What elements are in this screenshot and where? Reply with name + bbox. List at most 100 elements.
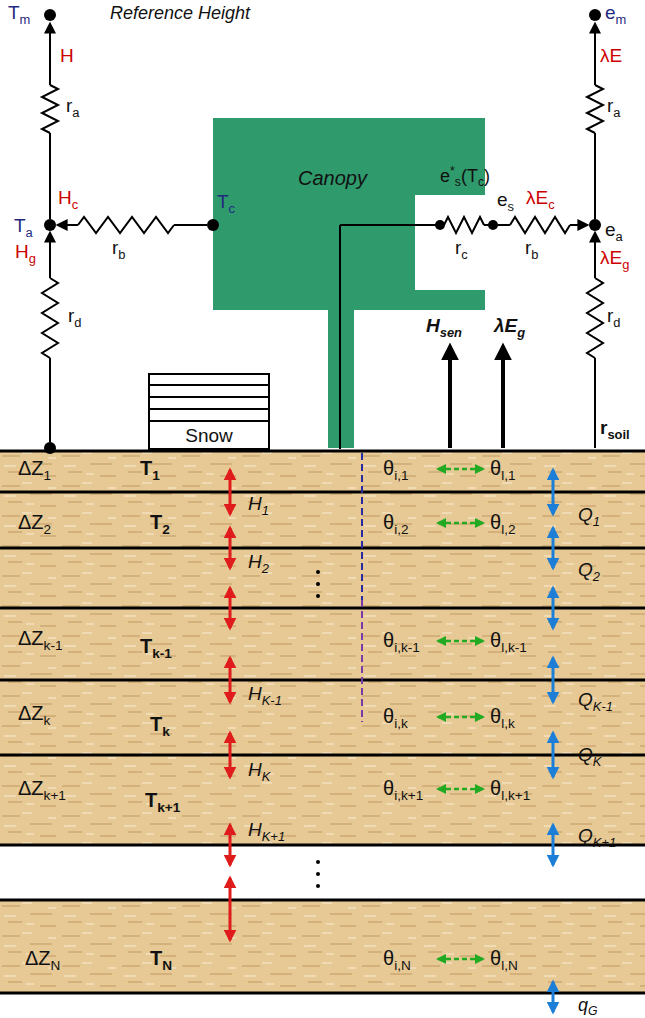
latent-heat-path: [340, 224, 440, 226]
temperature-label: Ta: [14, 216, 33, 236]
temperature-label: Tm: [8, 3, 30, 23]
soil-fill: [0, 451, 645, 845]
latent-heat-path: [444, 217, 484, 233]
snow-box: Snow: [148, 373, 270, 450]
snow-label: Snow: [185, 426, 233, 446]
ice-content: θi,2: [383, 512, 408, 532]
heat-flux-label: H2: [248, 552, 269, 572]
soil-fill: [0, 451, 645, 993]
liquid-content: θl,N: [490, 948, 518, 968]
layer-temperature: TN: [150, 948, 172, 968]
heat-flux-arrow: [229, 470, 232, 514]
layer-boundary: [0, 679, 645, 682]
node-dot: [44, 442, 56, 454]
layer-boundary: [0, 450, 645, 453]
vapour-pressure-label: em: [605, 3, 626, 23]
heat-flux-label: HK+1: [248, 820, 285, 840]
water-flux-arrow: [552, 982, 555, 1012]
resistance-label: rb: [525, 238, 539, 258]
vapour-pressure-label: e*s(Tc): [440, 166, 490, 186]
layer-temperature: T1: [140, 458, 160, 478]
ice-content: θi,k: [383, 706, 408, 726]
surface-flux-label: λEg: [494, 316, 525, 336]
latent-heat-path: [594, 24, 596, 85]
node-dot: [589, 9, 601, 21]
sensible-heat-path: [49, 24, 51, 85]
liquid-content: θl,k-1: [490, 630, 527, 650]
snow-stratum: [149, 408, 269, 410]
resistance-label: rd: [68, 306, 82, 326]
resistance-label: ra: [607, 96, 621, 116]
sensible-heat-path: [49, 133, 51, 219]
soil-layer: ΔZk+1Tk+1 θi,k+1 θl,k+1: [0, 755, 645, 845]
sensible-heat-path: [174, 224, 207, 226]
node-dot: [44, 219, 56, 231]
phase-change-arrow: [438, 958, 483, 961]
ellipsis-dots: [316, 582, 320, 586]
resistance-label: rb: [112, 238, 126, 258]
water-flux-label: Q2: [578, 560, 600, 580]
phase-change-arrow: [438, 469, 483, 959]
latent-heat-path: [570, 224, 587, 226]
layer-temperature: Tk+1: [145, 790, 180, 810]
layer-thickness: ΔZ2: [18, 512, 51, 532]
root-zone-line: [361, 453, 363, 600]
heat-flux-arrow: [229, 528, 232, 940]
layer-temperature: Tk: [150, 714, 170, 734]
latent-heat-path: [594, 358, 596, 448]
snow-stratum: [149, 420, 269, 422]
layer-boundary: [0, 451, 645, 993]
snow-stratum: [149, 396, 269, 398]
soil-layer: ΔZ1 T1 θi,1 θl,1: [0, 453, 645, 492]
layer-boundary: [0, 899, 645, 902]
flux-label: λEg: [600, 248, 629, 268]
drainage-label: qG: [578, 995, 598, 1015]
surface-flux-arrow: [450, 346, 503, 448]
sensible-heat-path: [49, 233, 51, 278]
resistance-label: rd: [607, 306, 621, 326]
ellipsis-dots: [316, 884, 320, 888]
layer-thickness: ΔZk+1: [18, 778, 66, 798]
ice-content: θi,k+1: [383, 778, 423, 798]
temperature-label: Tc: [217, 192, 235, 212]
layer-boundary: [0, 491, 645, 494]
soil-layer: ΔZk-1Tk-1θi,k-1θl,k-1: [0, 608, 645, 680]
heat-flux-label: HK: [248, 760, 270, 780]
root-zone-line: [362, 453, 363, 722]
soil-layer: ΔZ2 T2 θi,2 θl,2: [0, 492, 645, 548]
flux-label: λE: [600, 46, 622, 66]
water-flux-arrow: [552, 528, 555, 1012]
water-flux-arrow: [552, 470, 555, 514]
liquid-content: θl,k+1: [490, 778, 530, 798]
layer-thickness: ΔZ1: [18, 458, 51, 478]
node-dot: [589, 219, 601, 231]
resistance-label: rsoil: [600, 418, 630, 438]
ellipsis-dots: [316, 570, 320, 888]
reference-height-label: Reference Height: [110, 3, 250, 23]
phase-change-arrow: [438, 788, 483, 791]
water-flux-label: QK+1: [578, 826, 616, 846]
canopy-label: Canopy: [298, 168, 367, 188]
sensible-heat-path: [42, 278, 58, 358]
vapour-pressure-label: ea: [605, 220, 623, 240]
phase-change-arrow: [438, 640, 483, 643]
surface-flux-arrow: [501, 346, 505, 448]
layer-temperature: T2: [150, 512, 170, 532]
layer-boundary: [0, 992, 645, 995]
latent-heat-path: [493, 224, 510, 226]
layer-boundary: [0, 844, 645, 847]
ice-content: θi,1: [383, 458, 408, 478]
layer-temperature: Tk-1: [140, 636, 172, 656]
water-flux-arrow: [552, 658, 555, 702]
ice-content: θi,k-1: [383, 630, 420, 650]
layer-thickness: ΔZk: [18, 703, 50, 723]
liquid-content: θl,1: [490, 458, 515, 478]
heat-flux-label: H1: [248, 494, 269, 514]
water-flux-arrow: [552, 825, 555, 865]
node-dot: [207, 219, 219, 231]
liquid-content: θl,k: [490, 706, 515, 726]
sensible-heat-path: [42, 85, 58, 133]
liquid-content: θl,2: [490, 512, 515, 532]
